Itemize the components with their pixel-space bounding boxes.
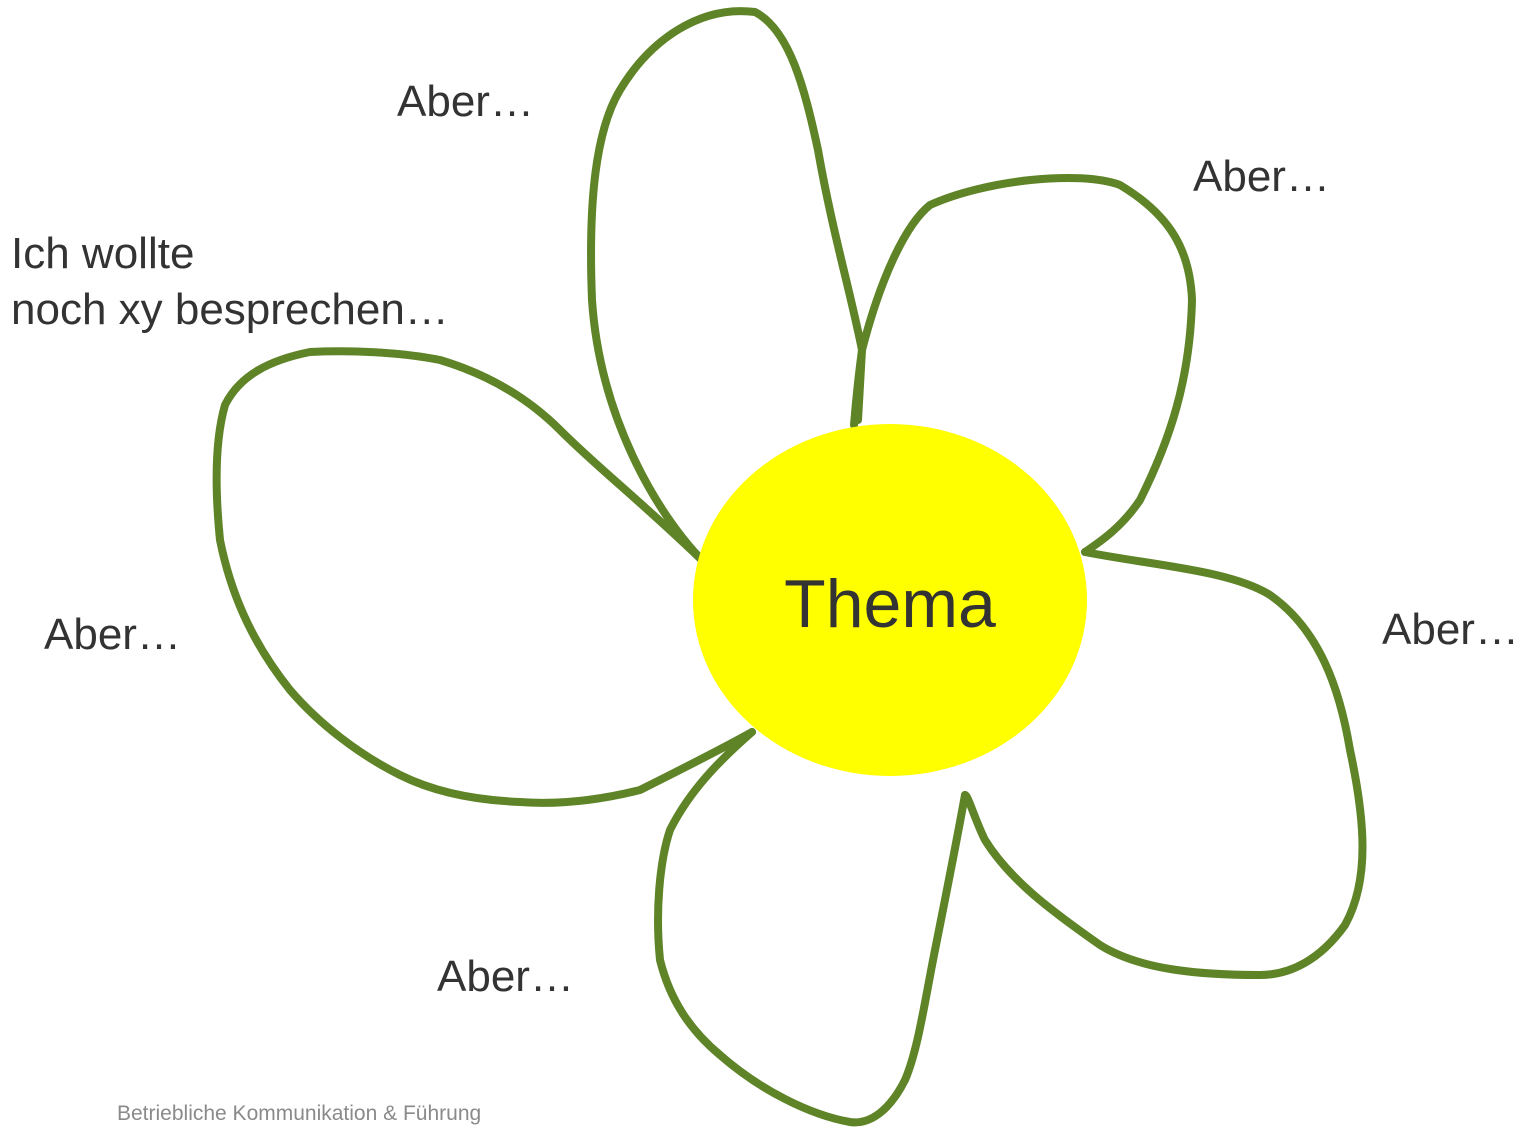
petal-label-right: Aber…	[1382, 604, 1519, 657]
petal-label-left-line1: Ich wollte	[11, 228, 194, 281]
petal-label-left-line2: noch xy besprechen…	[11, 284, 449, 337]
footer-text: Betriebliche Kommunikation & Führung	[117, 1102, 481, 1126]
petal-label-top-left: Aber…	[397, 76, 534, 129]
petal-label-left: Aber…	[44, 609, 181, 662]
petal-label-top-right: Aber…	[1193, 151, 1330, 204]
petal-left	[217, 351, 752, 803]
petal-label-bottom-left: Aber…	[437, 951, 574, 1004]
petal-bottom	[658, 732, 965, 1122]
center-label: Thema	[692, 570, 1088, 638]
